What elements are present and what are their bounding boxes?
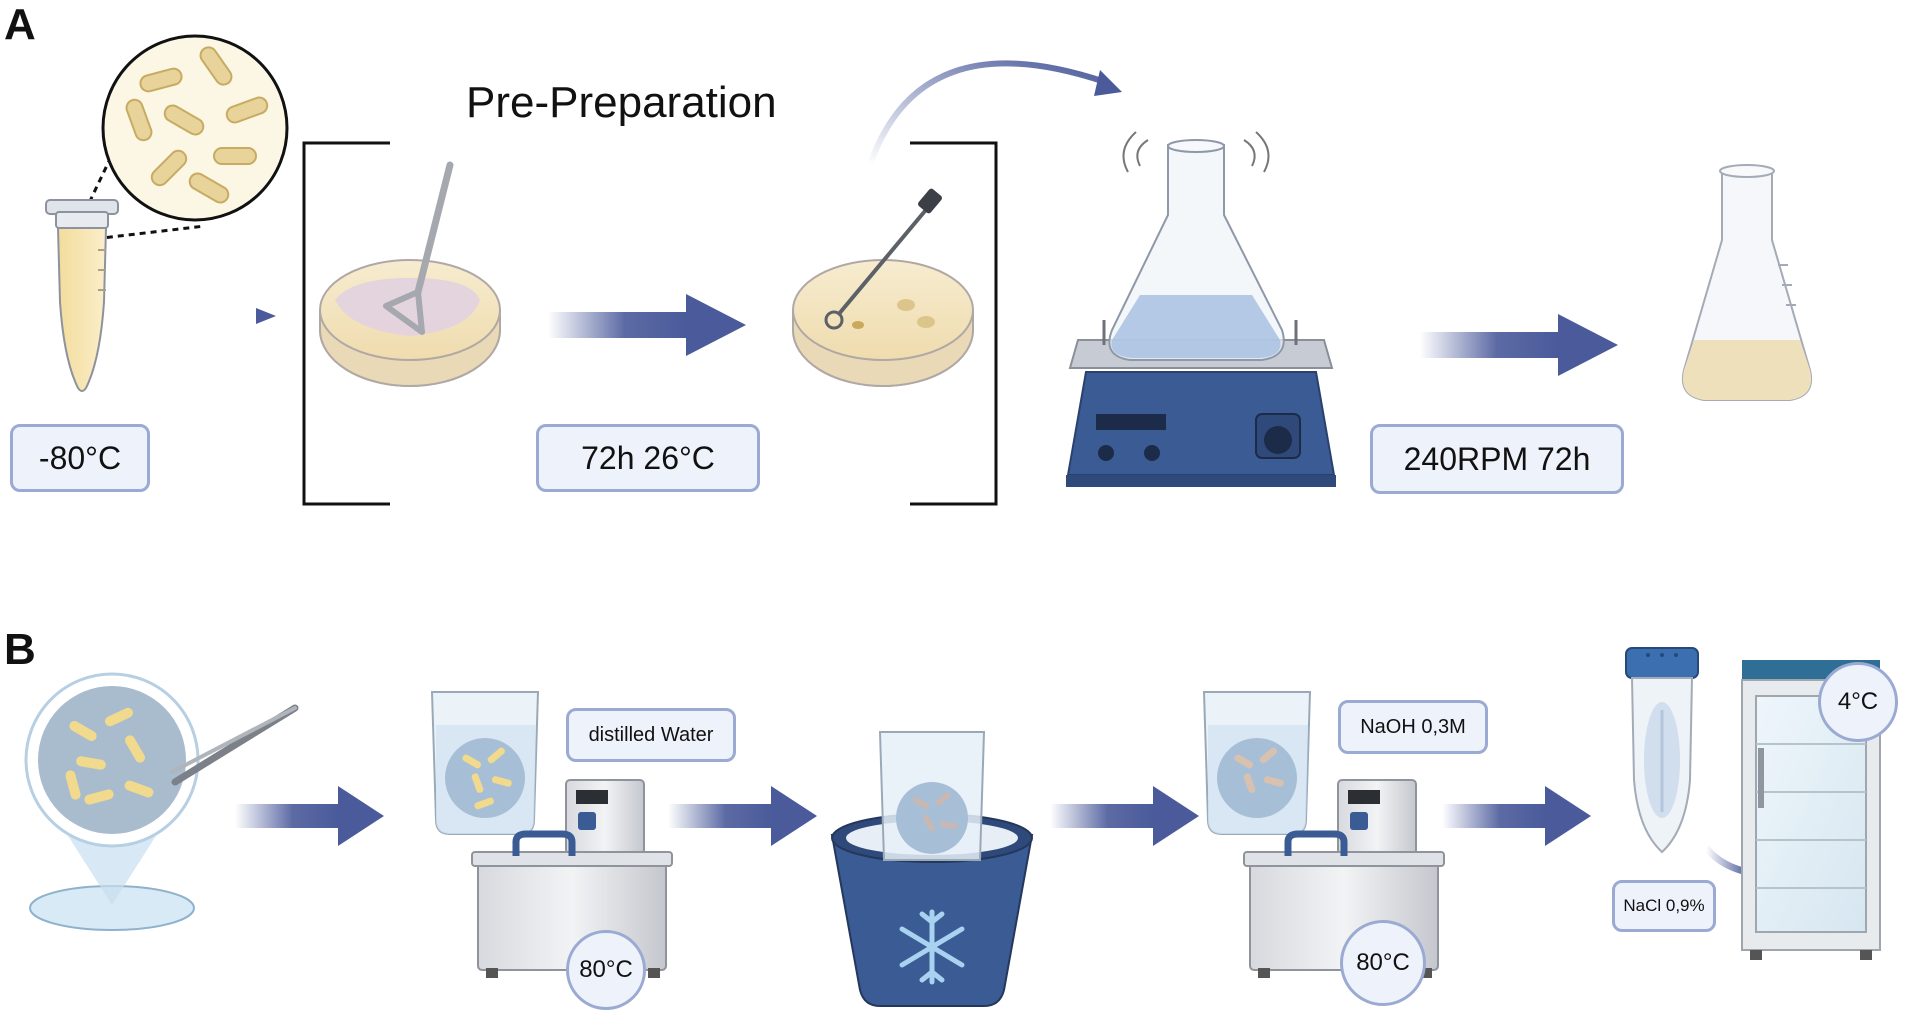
temperature-1-label: 80°C (566, 930, 646, 1010)
panel-a-letter: A (4, 0, 36, 49)
storage-temperature-label: -80°C (10, 424, 150, 492)
nacl-label: NaCl 0,9% (1612, 880, 1716, 932)
bacteria-zoom-icon (78, 34, 289, 242)
falcon-tube-icon (1625, 647, 1699, 854)
refrigerator-icon (1741, 660, 1881, 960)
beaker-distilled-water-icon (430, 691, 540, 835)
beaker-naoh-icon (1202, 691, 1312, 835)
petri-dish-colonies-icon (792, 188, 974, 387)
orbital-shaker-icon (1066, 131, 1336, 487)
arrow-b4 (1442, 786, 1591, 846)
arrow-b2 (668, 786, 817, 846)
bacteria-sample-zoom-icon (24, 672, 299, 931)
curved-arrow-a3 (867, 60, 1122, 166)
arrow-a4 (1420, 314, 1618, 376)
arrow-a2 (548, 294, 746, 356)
arrow-b3 (1050, 786, 1199, 846)
arrow-b1 (235, 786, 384, 846)
petri-dish-spreader-icon (319, 161, 501, 387)
arrow-a1 (158, 308, 276, 324)
pre-preparation-title: Pre-Preparation (466, 78, 777, 127)
shaking-label: 240RPM 72h (1370, 424, 1624, 494)
snowflake-icon (899, 909, 965, 985)
distilled-water-label: distilled Water (566, 708, 736, 762)
cryo-tube-icon (45, 199, 119, 392)
fridge-temperature-label: 4°C (1818, 662, 1898, 742)
incubation-label: 72h 26°C (536, 424, 760, 492)
panel-b-letter: B (4, 625, 36, 674)
naoh-label: NaOH 0,3M (1338, 700, 1488, 754)
pre-preparation-bracket (302, 141, 998, 506)
temperature-2-label: 80°C (1340, 920, 1426, 1006)
erlenmeyer-flask-icon (1682, 164, 1812, 401)
ice-bucket-icon (830, 731, 1034, 1007)
